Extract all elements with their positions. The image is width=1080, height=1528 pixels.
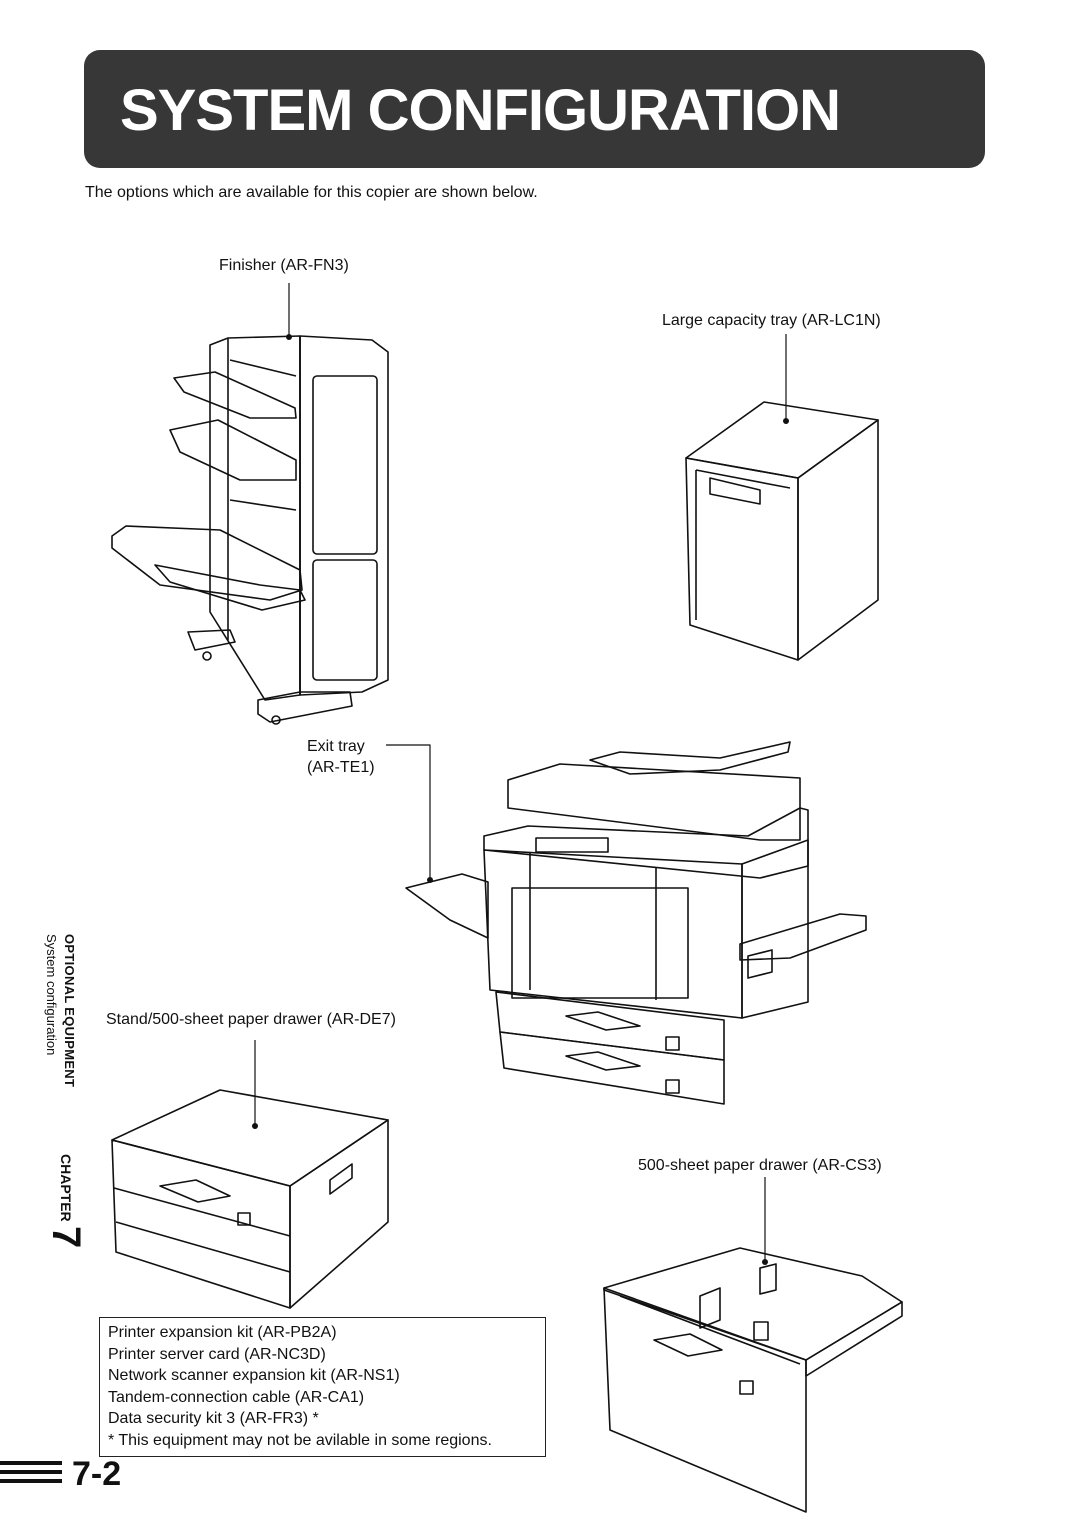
chapter-number: 7 xyxy=(44,1226,88,1249)
section-label: OPTIONAL EQUIPMENT xyxy=(62,934,77,1088)
leader-lines xyxy=(254,283,787,1262)
footnote: * This equipment may not be avilable in … xyxy=(108,1431,492,1449)
page-title: SYSTEM CONFIGURATION xyxy=(120,78,841,143)
list-item: Data security kit 3 (AR-FR3) * xyxy=(108,1410,319,1428)
title-banner: SYSTEM CONFIGURATION xyxy=(84,50,985,168)
chapter-label: CHAPTER xyxy=(58,1154,74,1222)
large-capacity-tray-illustration xyxy=(685,401,879,661)
label-large-capacity-tray: Large capacity tray (AR-LC1N) xyxy=(662,312,881,329)
intro-text: The options which are available for this… xyxy=(85,184,538,201)
label-paper-drawer: 500-sheet paper drawer (AR-CS3) xyxy=(638,1157,882,1174)
label-exit-tray-model: (AR-TE1) xyxy=(307,759,375,776)
list-item: Printer server card (AR-NC3D) xyxy=(108,1345,326,1363)
label-finisher: Finisher (AR-FN3) xyxy=(219,257,349,274)
subsection-label: System configuration xyxy=(44,934,59,1056)
options-box: Printer expansion kit (AR-PB2A) Printer … xyxy=(99,1317,546,1457)
stand-drawer-illustration xyxy=(111,1089,389,1309)
label-stand-drawer: Stand/500-sheet paper drawer (AR-DE7) xyxy=(106,1011,396,1028)
page-number: 7-2 xyxy=(72,1455,122,1493)
copier-illustration xyxy=(405,741,867,1105)
leader-dots xyxy=(252,334,789,1265)
finisher-illustration xyxy=(111,335,389,725)
list-item: Network scanner expansion kit (AR-NS1) xyxy=(108,1367,400,1385)
paper-drawer-illustration xyxy=(603,1247,903,1513)
page-number-bars xyxy=(0,1461,62,1488)
chapter-sidebar: OPTIONAL EQUIPMENT System configuration … xyxy=(38,934,88,1274)
label-exit-tray: Exit tray xyxy=(307,738,365,755)
list-item: Printer expansion kit (AR-PB2A) xyxy=(108,1324,337,1341)
list-item: Tandem-connection cable (AR-CA1) xyxy=(108,1388,365,1406)
